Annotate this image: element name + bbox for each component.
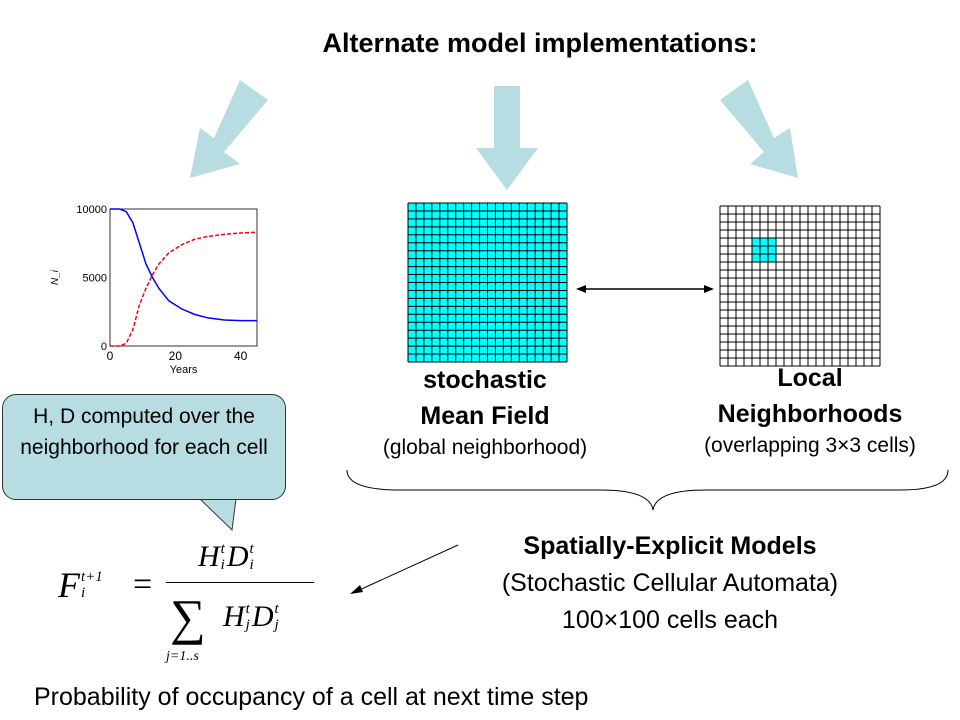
equals-sign: = bbox=[133, 566, 153, 603]
down-right-arrow bbox=[720, 80, 798, 178]
footer-text: Probability of occupancy of a cell at ne… bbox=[34, 683, 589, 711]
mean-field-line1: stochastic bbox=[423, 366, 547, 394]
x-tick-label: 20 bbox=[169, 349, 183, 363]
callout-tail bbox=[198, 498, 237, 532]
sum-index: j=1..s bbox=[166, 649, 199, 664]
slide-title: Alternate model implementations: bbox=[322, 28, 758, 58]
plot-frame bbox=[109, 208, 258, 347]
formula-lhs-scripts: t+1 i bbox=[81, 569, 103, 601]
down-left-arrow bbox=[190, 80, 268, 178]
local-neighborhood-grid bbox=[719, 205, 881, 367]
x-tick-label: 40 bbox=[234, 349, 248, 363]
formula-sub: i bbox=[81, 585, 86, 601]
local-line2: Neighborhoods bbox=[717, 400, 903, 428]
mean-field-line2: Mean Field bbox=[420, 402, 550, 430]
local-line1: Local bbox=[777, 364, 843, 392]
series-line-1 bbox=[110, 231, 258, 347]
local-line3: (overlapping 3×3 cells) bbox=[704, 434, 916, 457]
formula-sup: t+1 bbox=[81, 569, 103, 585]
callout: H, D computed over the neighborhood for … bbox=[2, 394, 286, 500]
spatial-line1: Spatially-Explicit Models bbox=[523, 532, 817, 560]
arrowhead-right bbox=[704, 285, 714, 293]
mean-field-line3: (global neighborhood) bbox=[382, 436, 588, 459]
spatial-line2: (Stochastic Cellular Automata) bbox=[501, 569, 839, 597]
mean-field-grid bbox=[407, 202, 568, 363]
arrowhead-left bbox=[576, 285, 586, 293]
fraction-bar bbox=[166, 582, 314, 583]
highlighted-neighborhood bbox=[752, 238, 776, 262]
spatial-line3: 100×100 cells each bbox=[561, 606, 779, 634]
sum-sign: ∑ bbox=[170, 589, 206, 645]
y-tick-label: 10000 bbox=[76, 204, 107, 216]
formula-lhs: F t+1 i bbox=[58, 565, 105, 605]
brace bbox=[346, 469, 949, 511]
y-axis-label: N_i bbox=[50, 269, 61, 285]
y-tick-label: 5000 bbox=[83, 273, 107, 285]
x-axis-label: Years bbox=[170, 364, 198, 376]
pointer-arrow bbox=[354, 544, 459, 593]
mean-field-label: stochastic Mean Field (global neighborho… bbox=[340, 362, 630, 462]
pointer-arrowhead bbox=[350, 585, 363, 594]
local-label: Local Neighborhoods (overlapping 3×3 cel… bbox=[660, 360, 960, 460]
formula-f: F bbox=[58, 565, 80, 605]
x-tick-label: 0 bbox=[107, 349, 114, 363]
y-tick-label: 0 bbox=[101, 341, 107, 353]
series-line-0 bbox=[110, 208, 257, 322]
spatial-label: Spatially-Explicit Models (Stochastic Ce… bbox=[440, 528, 900, 639]
down-arrow bbox=[476, 86, 538, 190]
numerator-h: H bbox=[198, 540, 220, 573]
